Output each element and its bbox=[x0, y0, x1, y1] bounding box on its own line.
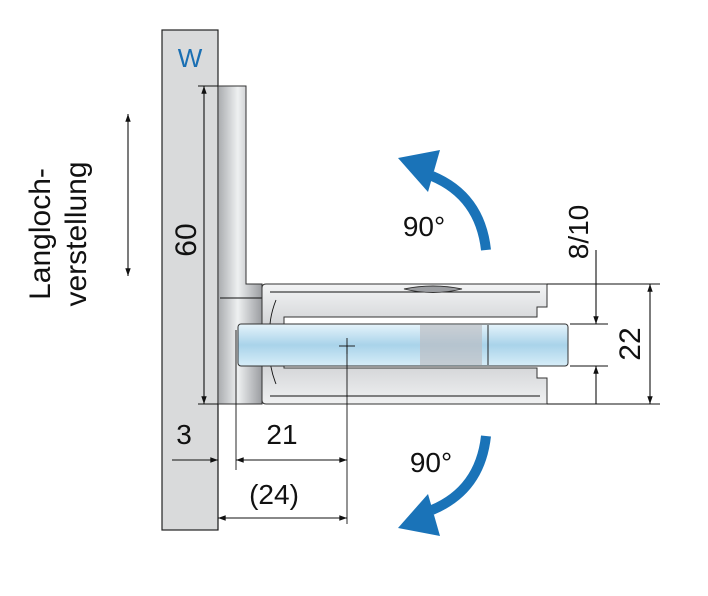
wall-label: W bbox=[178, 43, 203, 73]
dim-depth-label: 21 bbox=[266, 419, 297, 450]
dim-clamp-height-label: 22 bbox=[614, 327, 647, 360]
dim-depth-total-label: (24) bbox=[249, 479, 299, 510]
screw-slot bbox=[403, 285, 463, 293]
clamp-body bbox=[261, 283, 548, 405]
rotation-upper-label: 90° bbox=[403, 211, 445, 242]
adjustment-label-line2: verstellung bbox=[60, 161, 93, 306]
rotation-lower-label: 90° bbox=[410, 447, 452, 478]
dim-height-label: 60 bbox=[170, 223, 203, 256]
wall bbox=[161, 29, 219, 531]
adjustment-label-line1: Langloch- bbox=[24, 168, 57, 300]
dim-glass-thickness-label: 8/10 bbox=[563, 205, 594, 260]
rotation-arrow-lower bbox=[398, 435, 491, 536]
gasket bbox=[420, 325, 482, 365]
glass-panel bbox=[237, 323, 569, 367]
rotation-arrow-upper bbox=[398, 150, 491, 251]
dim-offset-label: 3 bbox=[176, 419, 192, 450]
